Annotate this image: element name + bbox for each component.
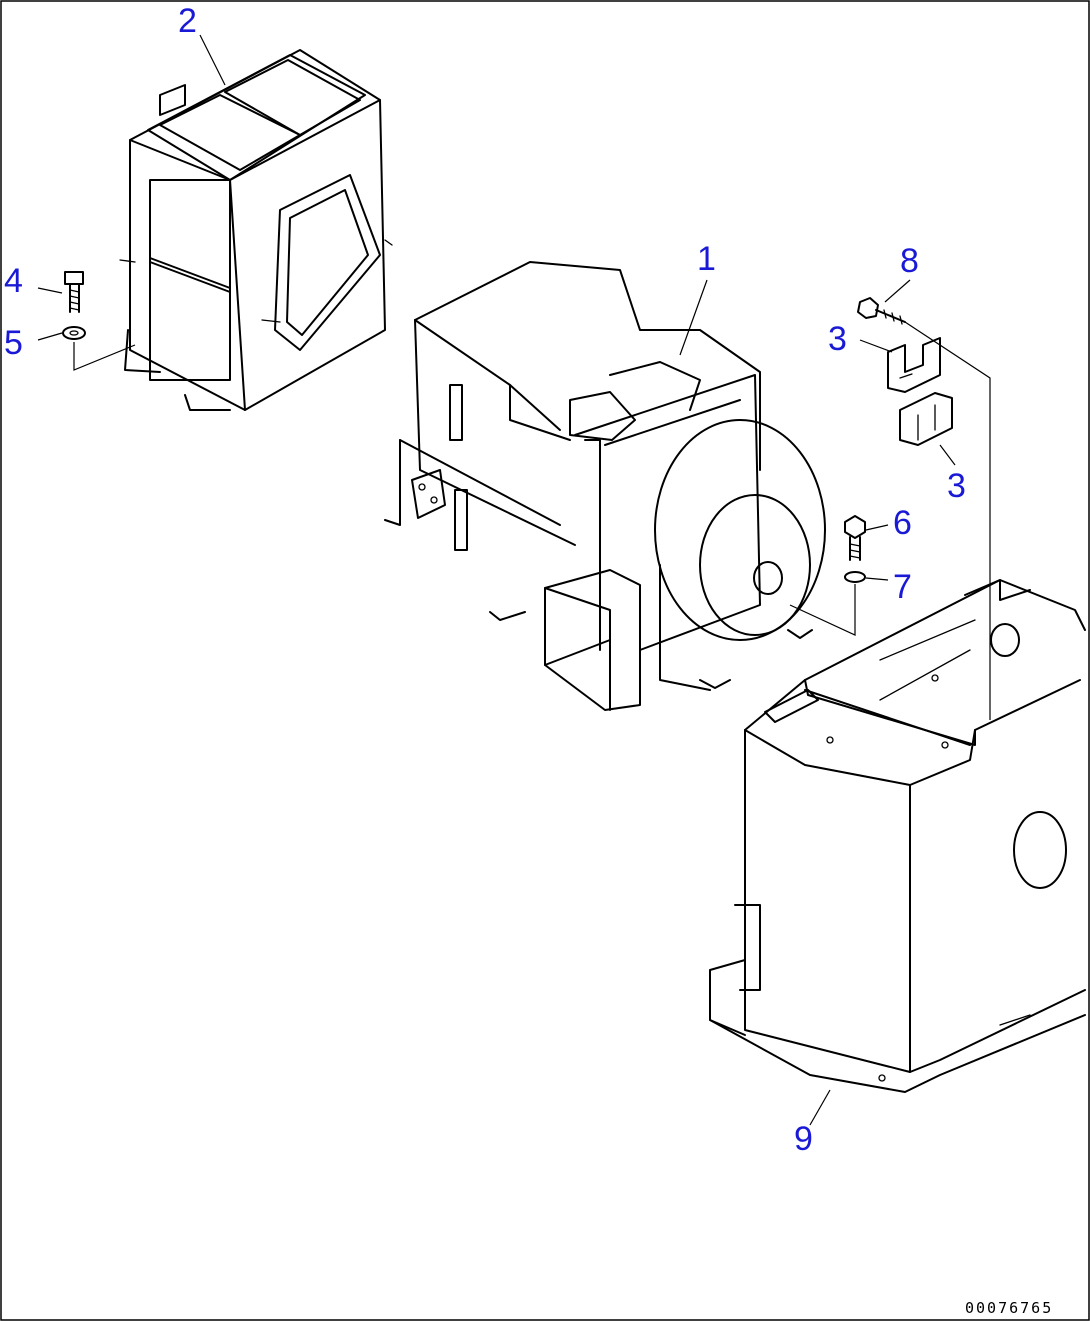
part-1-blower-unit (384, 261, 826, 711)
washer-7-icon (844, 571, 866, 583)
clip-3-lower-icon (899, 392, 953, 446)
drawing-number: 00076765 (965, 1299, 1053, 1317)
callout-7: 7 (893, 568, 912, 606)
callout-8: 8 (900, 242, 919, 280)
callout-9: 9 (794, 1120, 813, 1158)
bolt-4-icon (64, 271, 84, 313)
bolt-8-icon (857, 297, 906, 325)
callout-3-upper: 3 (828, 320, 847, 358)
bolt-6-icon (844, 515, 866, 561)
clip-3-upper-icon (887, 337, 941, 393)
callout-6: 6 (893, 504, 912, 542)
callout-5: 5 (4, 324, 23, 362)
callout-4: 4 (4, 262, 23, 300)
part-9-floor-frame (709, 579, 1086, 1093)
part-2-heater-unit (119, 49, 393, 411)
washer-5-icon (62, 326, 86, 340)
callout-3-lower: 3 (947, 467, 966, 505)
callout-1: 1 (697, 240, 716, 278)
callout-2: 2 (178, 2, 197, 40)
